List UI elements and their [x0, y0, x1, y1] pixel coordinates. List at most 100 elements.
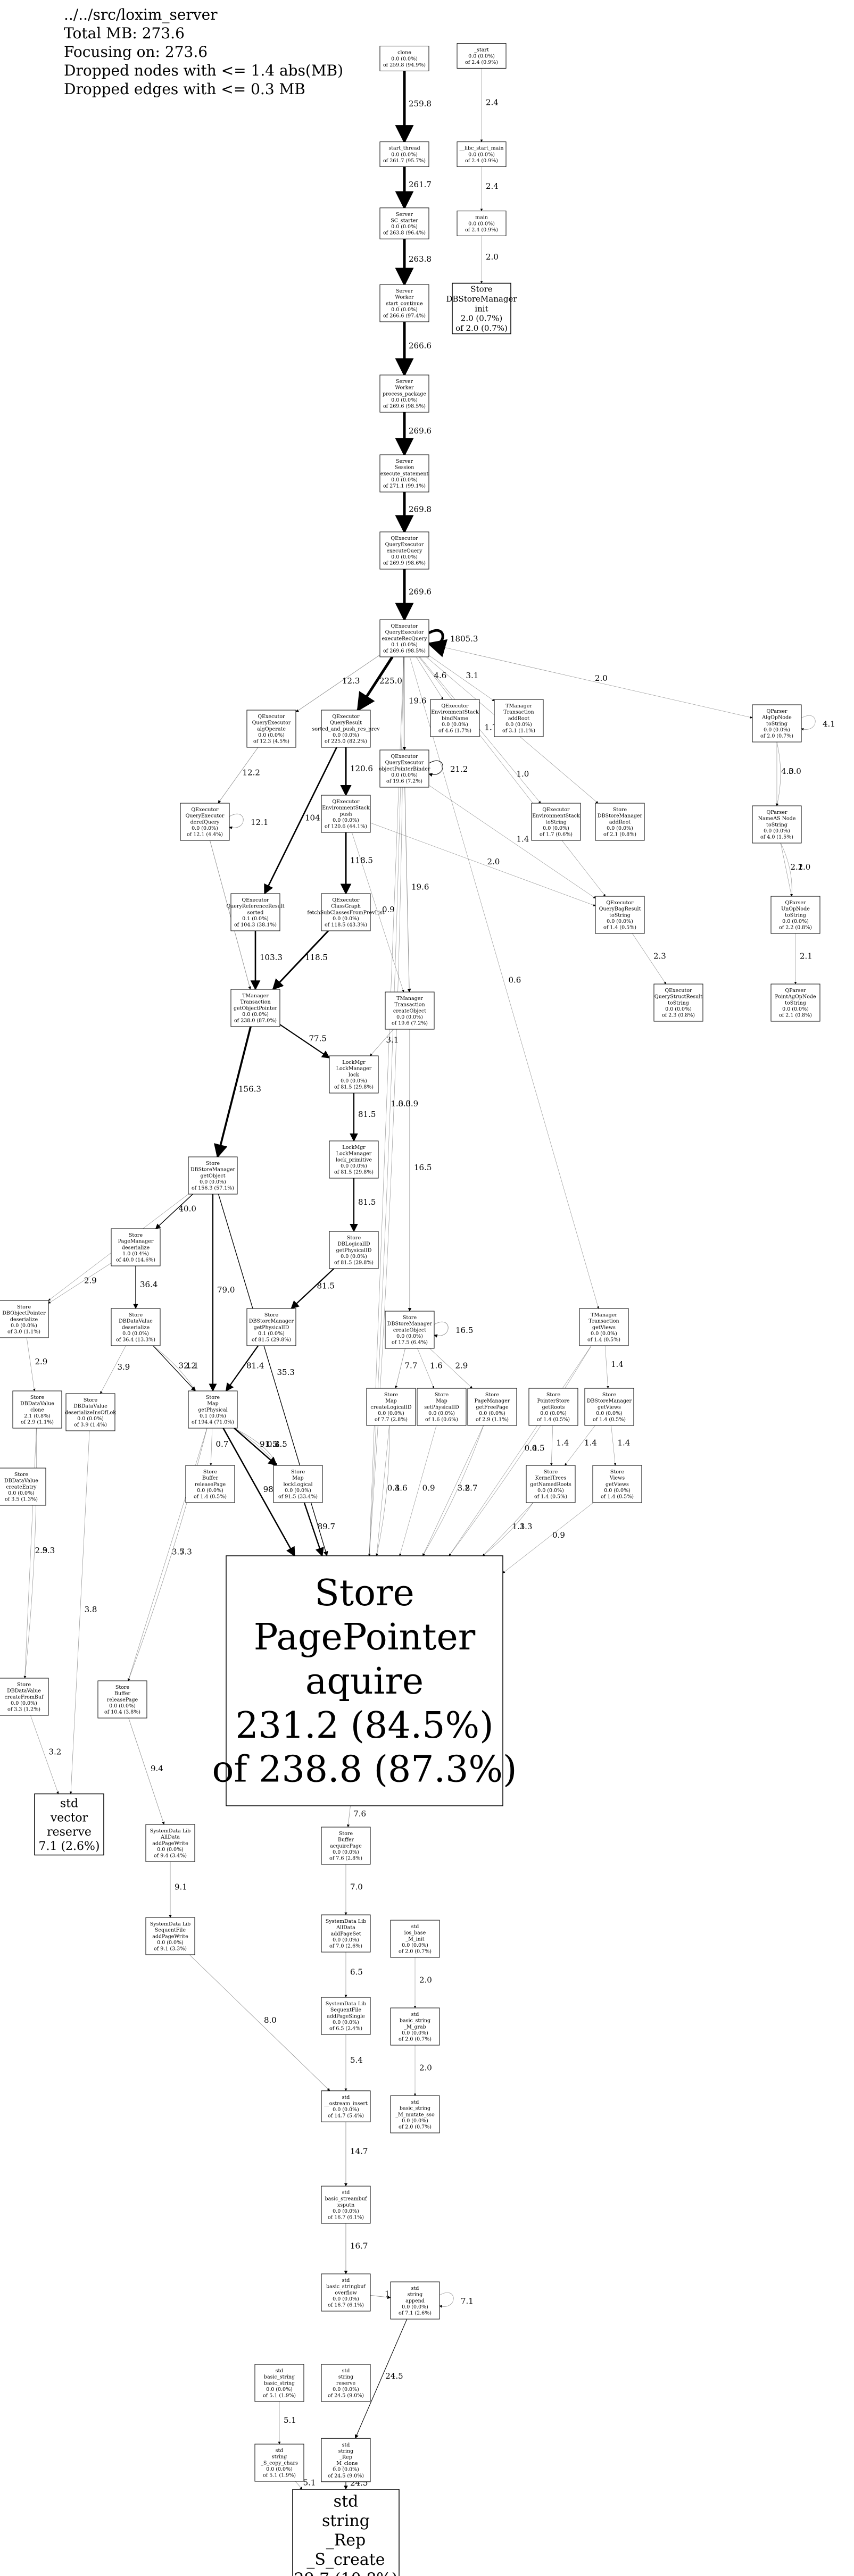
graph-node-label-line: of 2.0 (0.7%) [455, 323, 508, 333]
graph-node-box [379, 454, 429, 493]
graph-node-label-line: of 1.4 (0.5%) [587, 1337, 620, 1343]
graph-edge-label: 0.6 [509, 976, 521, 985]
graph-node-label-line: Buffer [338, 1837, 354, 1843]
graph-node-label-line: bindName [442, 715, 468, 721]
graph-node-box [292, 2489, 400, 2576]
graph-node-qe-recquery: QExecutorQueryExecutorexecuteRecQuery0.1… [379, 619, 429, 657]
graph-node-label-line: of 259.8 (94.9%) [383, 62, 426, 68]
graph-edge: 2.0 [370, 822, 596, 906]
profile-dropped-nodes: Dropped nodes with <= 1.4 abs(MB) [64, 62, 344, 79]
graph-edge: 120.6 [340, 747, 373, 797]
graph-node-label-line: Store [546, 1392, 561, 1398]
graph-node-label-line: PageManager [475, 1398, 510, 1404]
graph-node-label-line: ios_base [404, 1930, 426, 1936]
graph-node-box [226, 1555, 503, 1806]
graph-node-box [230, 989, 280, 1027]
graph-node-label-line: Store [470, 285, 493, 294]
graph-edge-label: 81.5 [317, 1281, 335, 1291]
graph-node-box [246, 710, 296, 748]
graph-node-label-line: QueryExecutor [385, 760, 424, 766]
graph-node-label-line: 0.0 (0.0%) [200, 1179, 226, 1185]
graph-edge-label: 1805.3 [450, 634, 478, 644]
graph-node-label-line: of 2.2 (0.8%) [779, 925, 812, 931]
graph-edge-label: 5.1 [284, 2415, 296, 2425]
graph-node-label-line: QExecutor [191, 807, 219, 813]
graph-edge-label: 0.3 [398, 1099, 411, 1108]
graph-node-label-line: 0.0 (0.0%) [442, 722, 468, 728]
graph-edge: 0.7 [210, 1428, 228, 1466]
graph-edge: 0.9 [399, 1425, 437, 1556]
graph-edge: 2.9 [48, 1263, 112, 1304]
graph-node-label-line: getPhysical [198, 1407, 227, 1413]
graph-node-label-line: Server [396, 288, 413, 294]
graph-edge-label: 156.3 [238, 1085, 261, 1094]
graph-edge-label: 2.9 [35, 1546, 48, 1555]
graph-node-label-line: objectPointerBinder [379, 766, 430, 772]
graph-edge: 81.5 [350, 1093, 376, 1142]
graph-node-label-line: DBStoreManager [446, 294, 518, 304]
graph-node-label-line: overflow [335, 2290, 356, 2296]
graph-node-label-line: of 17.5 (6.4%) [392, 1340, 428, 1346]
graph-edge: 1.0 [780, 843, 810, 897]
graph-node-box [457, 43, 507, 69]
graph-node-label-line: std [342, 2278, 350, 2283]
graph-node-box [321, 2364, 371, 2402]
graph-node-label-line: toString [785, 912, 806, 918]
graph-edge-line [376, 1425, 390, 1556]
graph-node-label-line: Transaction [588, 1319, 619, 1324]
graph-edge-line [428, 644, 753, 719]
graph-edge-line [419, 656, 541, 804]
graph-node-label-line: basic_streambuf [325, 2196, 368, 2202]
graph-node-label-line: of 271.1 (99.1%) [383, 483, 426, 489]
profile-binary-path: ../../src/loxim_server [64, 6, 218, 23]
graph-node-label-line: Store [129, 1312, 143, 1318]
graph-node-label-line: Transaction [240, 999, 270, 1005]
graph-edge: 1.4 [611, 1425, 630, 1466]
graph-edge-label: 269.6 [409, 587, 432, 597]
graph-node-label-line: deserialize [10, 1316, 38, 1322]
graph-node-label-line: Buffer [114, 1691, 130, 1697]
graph-node-label-line: of 3.9 (1.4%) [74, 1422, 107, 1428]
graph-edge: 269.8 [395, 491, 432, 534]
graph-edge-line [218, 747, 259, 804]
graph-edge-line [632, 933, 666, 985]
graph-edge: 7.1 [439, 2292, 474, 2308]
graph-edge: 2.4 [480, 68, 499, 143]
graph-node-label-line: Store [17, 1304, 31, 1310]
graph-node-label-line: of 118.5 (43.3%) [325, 922, 367, 928]
graph-node-box [329, 1140, 379, 1179]
graph-edge-label: 259.8 [409, 99, 432, 109]
graph-node-label-line: ClassGraph [331, 904, 361, 910]
graph-node-label-line: 0.0 (0.0%) [468, 53, 495, 59]
graph-node-label-line: of 3.1 (1.1%) [502, 728, 535, 734]
graph-node-label-line: QueryResult [330, 720, 362, 726]
graph-node-label-line: of 238.8 (87.3%) [212, 1749, 517, 1791]
graph-edge-line [399, 1425, 437, 1556]
graph-edge: 16.5 [408, 1029, 432, 1312]
graph-edge: 3.1 [428, 655, 495, 702]
graph-node-label-line: 0.0 (0.0%) [122, 1331, 149, 1337]
graph-node-label-line: UnOpNode [781, 906, 810, 912]
graph-node-label-line: 0.0 (0.0%) [333, 1849, 359, 1855]
graph-node-label-line: 0.0 (0.0%) [197, 1488, 223, 1494]
graph-edge-label: 12.1 [251, 818, 268, 827]
graph-edge: 0.4 [449, 1345, 592, 1556]
graph-node-qe-classbuild: QExecutorClassGraphfetchSubClassesFromPr… [307, 893, 385, 931]
graph-edge-label: 263.8 [409, 254, 432, 264]
graph-node-label-line: std [342, 2368, 350, 2374]
graph-node-label-line: QParser [785, 988, 806, 994]
graph-edge: 1.4 [428, 785, 596, 899]
graph-node-label-line: of 24.5 (9.0%) [328, 2393, 364, 2399]
graph-node-label-line: std [411, 1924, 419, 1930]
graph-node-label-line: Store [14, 1472, 29, 1478]
graph-node-label-line: 2.0 (0.7%) [461, 314, 502, 323]
